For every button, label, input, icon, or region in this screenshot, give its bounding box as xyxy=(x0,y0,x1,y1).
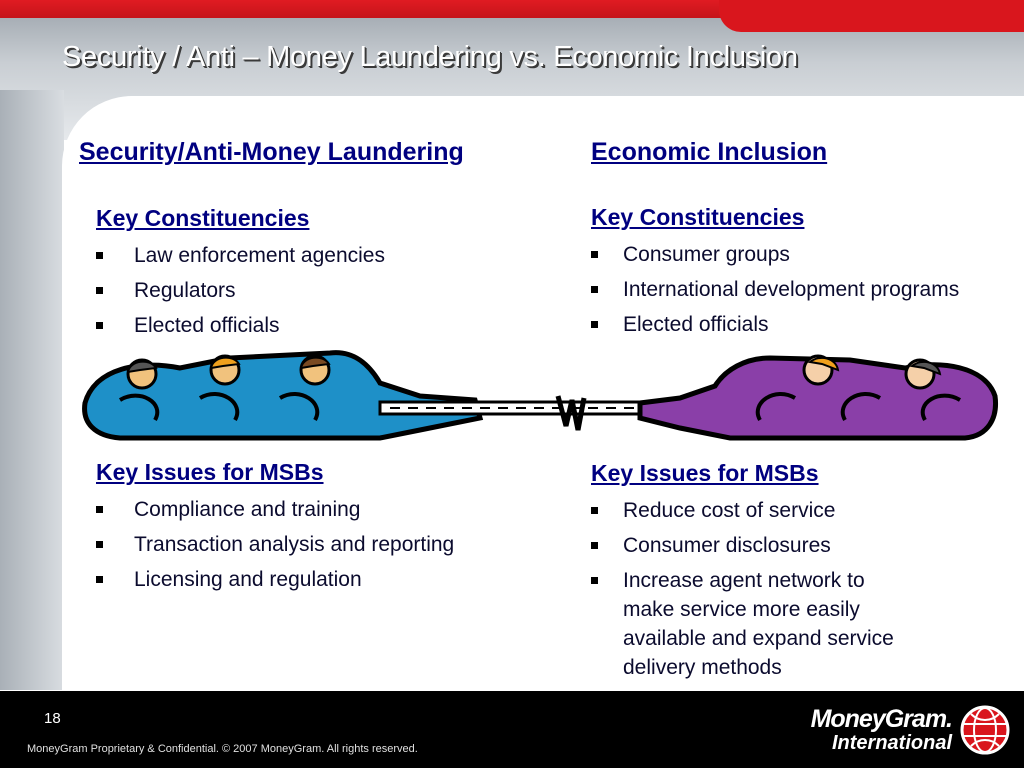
hair-right-1 xyxy=(807,356,840,372)
hair-right-2 xyxy=(909,360,942,376)
bullet-icon xyxy=(96,541,103,548)
list-item-text: International development programs xyxy=(623,278,960,301)
list-item-text: Transaction analysis and reporting xyxy=(134,533,455,556)
left-constituencies-heading: Key Constituencies xyxy=(96,205,310,231)
list-item: Reduce cost of service xyxy=(591,496,911,525)
globe-icon xyxy=(960,705,1010,755)
list-item: Elected officials xyxy=(96,311,536,340)
hair-left-2 xyxy=(209,356,241,370)
list-item: Consumer disclosures xyxy=(591,531,911,560)
right-column-header: Economic Inclusion xyxy=(591,138,828,166)
rope-knot xyxy=(555,395,587,431)
right-issues-list: Reduce cost of service Consumer disclosu… xyxy=(591,496,911,688)
list-item-text: Reduce cost of service xyxy=(623,499,836,522)
list-item: Elected officials xyxy=(591,310,1016,339)
list-item-text: Licensing and regulation xyxy=(134,568,362,591)
bullet-icon xyxy=(96,576,103,583)
top-red-tab xyxy=(719,0,1024,32)
left-margin-background xyxy=(0,90,64,690)
list-item: Consumer groups xyxy=(591,240,1016,269)
bullet-icon xyxy=(96,322,103,329)
bullet-icon xyxy=(591,507,598,514)
list-item-text: Elected officials xyxy=(134,314,280,337)
list-item: Licensing and regulation xyxy=(96,565,536,594)
bullet-icon xyxy=(591,286,598,293)
right-team-arms xyxy=(755,391,962,422)
footer-bar: 18 MoneyGram Proprietary & Confidential.… xyxy=(0,691,1024,768)
slide-title: Security / Anti – Money Laundering vs. E… xyxy=(62,41,798,73)
list-item: Transaction analysis and reporting xyxy=(96,530,536,559)
list-item: Increase agent network to make service m… xyxy=(591,566,911,682)
list-item-text: Consumer groups xyxy=(623,243,790,266)
right-constituencies-heading: Key Constituencies xyxy=(591,204,805,230)
hair-left-3 xyxy=(299,356,331,370)
right-issues-heading: Key Issues for MSBs xyxy=(591,460,819,486)
list-item: Compliance and training xyxy=(96,495,536,524)
left-team-arms xyxy=(118,391,320,422)
bullet-icon xyxy=(591,542,598,549)
bullet-icon xyxy=(591,321,598,328)
bullet-icon xyxy=(96,506,103,513)
moneygram-logo: MoneyGram. International xyxy=(800,701,1015,763)
list-item-text: Compliance and training xyxy=(134,498,361,521)
bullet-icon xyxy=(591,251,598,258)
bullet-icon xyxy=(96,252,103,259)
left-constituencies-list: Law enforcement agencies Regulators Elec… xyxy=(96,241,536,346)
right-constituencies-list: Consumer groups International developmen… xyxy=(591,240,1016,345)
tug-of-war-illustration xyxy=(82,350,999,441)
bullet-icon xyxy=(591,577,598,584)
page-number: 18 xyxy=(44,710,61,727)
list-item: Law enforcement agencies xyxy=(96,241,536,270)
list-item-text: Elected officials xyxy=(623,313,769,336)
list-item: Regulators xyxy=(96,276,536,305)
list-item-text: Law enforcement agencies xyxy=(134,244,385,267)
logo-subtitle: International xyxy=(831,732,952,754)
list-item-text: Increase agent network to make service m… xyxy=(623,569,894,679)
bullet-icon xyxy=(96,287,103,294)
list-item-text: Regulators xyxy=(134,279,236,302)
logo-wordmark: MoneyGram. xyxy=(810,705,953,733)
left-issues-list: Compliance and training Transaction anal… xyxy=(96,495,536,600)
left-issues-heading: Key Issues for MSBs xyxy=(96,459,324,485)
left-column-header: Security/Anti-Money Laundering xyxy=(79,138,464,166)
list-item-text: Consumer disclosures xyxy=(623,534,831,557)
list-item: International development programs xyxy=(591,275,1016,304)
copyright-notice: MoneyGram Proprietary & Confidential. © … xyxy=(27,743,418,755)
hair-left-1 xyxy=(126,360,158,374)
